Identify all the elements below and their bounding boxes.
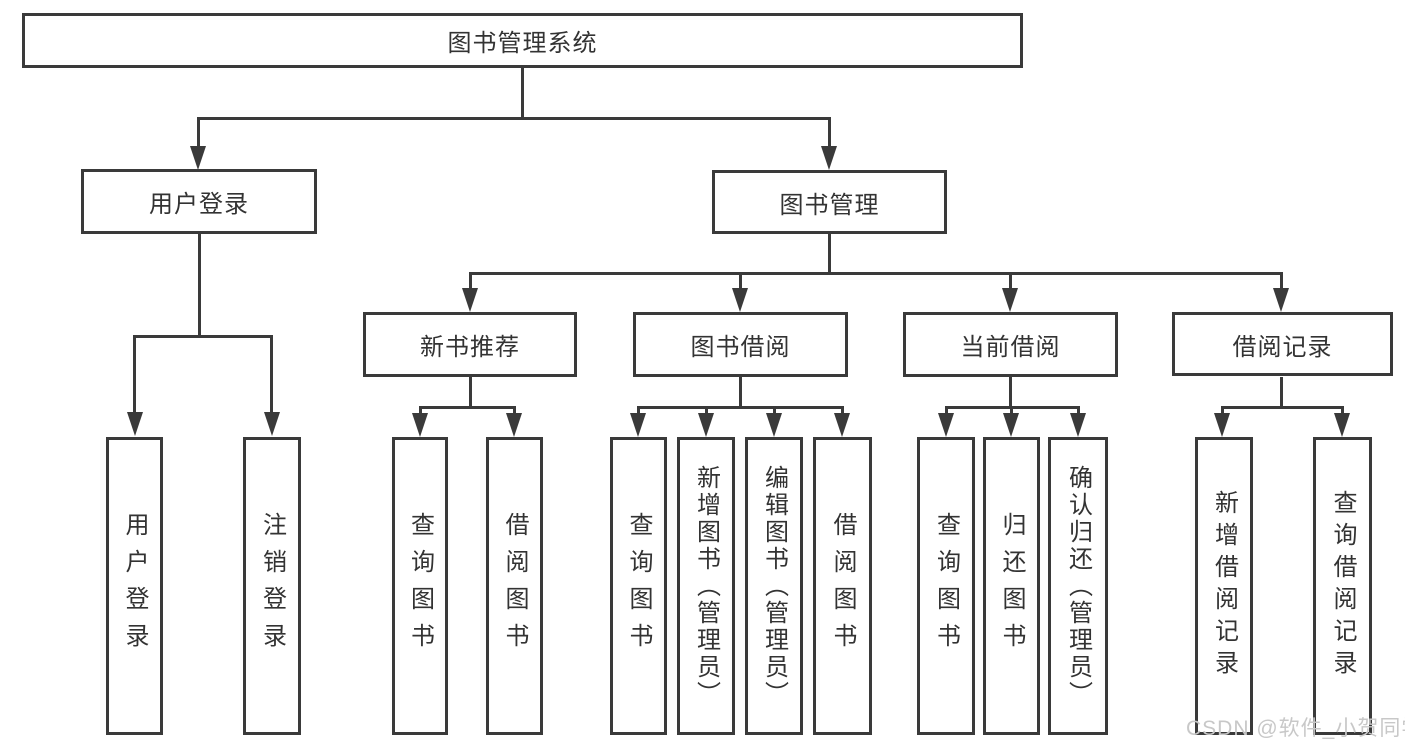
node-book-borrow: 图书借阅 <box>633 312 848 377</box>
connector-book-management-rail <box>469 272 1283 275</box>
connector-user-login-drop <box>197 117 200 146</box>
connector-book-borrow-stem <box>739 377 742 408</box>
csdn-watermark: CSDN @软件_小贺同学 <box>1186 717 1405 740</box>
arrowhead-query-record <box>1334 413 1350 437</box>
arrowhead-leaf-logout <box>264 412 280 436</box>
node-current-borrow: 当前借阅 <box>903 312 1118 377</box>
arrowhead-query-book-3 <box>938 413 954 437</box>
leaf-query-borrow-record: 查询借阅记录 <box>1313 437 1372 735</box>
connector-user-login-rail <box>133 335 273 338</box>
leaf-query-book-current: 查询图书 <box>917 437 975 735</box>
connector-leaf-user-login-drop <box>133 335 136 412</box>
connector-edit-book-drop <box>773 406 776 416</box>
arrowhead-new-book-recommend <box>462 288 478 312</box>
leaf-return-book: 归还图书 <box>983 437 1040 735</box>
arrowhead-confirm-return <box>1070 413 1086 437</box>
arrowhead-query-book-2 <box>630 413 646 437</box>
leaf-add-book-admin: 新增图书（管理员） <box>677 437 735 735</box>
connector-book-management-stem <box>828 234 831 274</box>
leaf-edit-book-admin: 编辑图书（管理员） <box>745 437 803 735</box>
connector-book-borrow-rail <box>637 406 843 409</box>
connector-new-book-stem <box>469 377 472 408</box>
arrowhead-borrow-book-2 <box>834 413 850 437</box>
arrowhead-add-record <box>1214 413 1230 437</box>
connector-add-record-drop <box>1221 406 1224 416</box>
arrowhead-edit-book <box>766 413 782 437</box>
arrowhead-book-management <box>821 146 837 170</box>
connector-query-book-2-drop <box>637 406 640 416</box>
arrowhead-borrow-book-1 <box>506 413 522 437</box>
connector-user-login-stem <box>198 234 201 337</box>
arrowhead-return-book <box>1003 413 1019 437</box>
node-book-management: 图书管理 <box>712 170 947 234</box>
leaf-query-book-recommend: 查询图书 <box>392 437 448 735</box>
connector-query-book-1-drop <box>419 406 422 416</box>
connector-return-book-drop <box>1010 406 1013 416</box>
connector-root-stem <box>521 68 524 119</box>
leaf-logout: 注销登录 <box>243 437 301 735</box>
leaf-query-book-borrow: 查询图书 <box>610 437 667 735</box>
connector-borrow-record-stem <box>1280 377 1283 408</box>
leaf-add-borrow-record: 新增借阅记录 <box>1195 437 1253 735</box>
connector-borrow-book-2-drop <box>841 406 844 416</box>
connector-current-borrow-drop <box>1009 272 1012 290</box>
leaf-user-login: 用户登录 <box>106 437 163 735</box>
arrowhead-current-borrow <box>1002 288 1018 312</box>
leaf-confirm-return-admin: 确认归还（管理员） <box>1048 437 1108 735</box>
connector-current-borrow-stem <box>1009 377 1012 408</box>
connector-root-rail <box>197 117 831 120</box>
leaf-borrow-book: 借阅图书 <box>813 437 872 735</box>
arrowhead-query-book-1 <box>412 413 428 437</box>
leaf-borrow-book-recommend: 借阅图书 <box>486 437 543 735</box>
connector-new-book-drop <box>469 272 472 290</box>
arrowhead-leaf-user-login <box>127 412 143 436</box>
node-new-book-recommend: 新书推荐 <box>363 312 577 377</box>
connector-new-book-rail <box>419 406 516 409</box>
connector-borrow-book-1-drop <box>513 406 516 416</box>
node-borrow-record: 借阅记录 <box>1172 312 1393 376</box>
arrowhead-user-login <box>190 146 206 170</box>
connector-query-record-drop <box>1341 406 1344 416</box>
arrowhead-add-book <box>698 413 714 437</box>
connector-book-borrow-drop <box>739 272 742 290</box>
connector-book-management-drop <box>828 117 831 146</box>
connector-borrow-record-drop <box>1280 272 1283 290</box>
arrowhead-borrow-record <box>1273 288 1289 312</box>
connector-add-book-drop <box>705 406 708 416</box>
connector-query-book-3-drop <box>945 406 948 416</box>
node-root: 图书管理系统 <box>22 13 1023 68</box>
connector-borrow-record-rail <box>1221 406 1343 409</box>
node-user-login: 用户登录 <box>81 169 317 234</box>
connector-confirm-return-drop <box>1077 406 1080 416</box>
connector-leaf-logout-drop <box>270 335 273 412</box>
arrowhead-book-borrow <box>732 288 748 312</box>
